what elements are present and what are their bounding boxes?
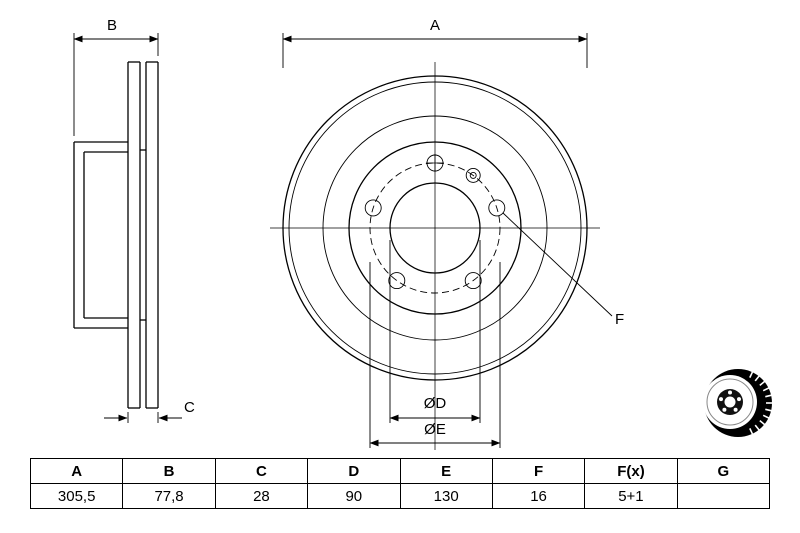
front-view [270,62,600,450]
dimension-label-f: F [615,311,624,328]
dimension-b [73,33,159,136]
bolt-circle [369,162,501,294]
table-header-e: E [399,458,493,484]
dimension-c [104,412,182,423]
center-bore [389,182,481,274]
dimension-table: A B C D E F F(x) G 305,5 77,8 28 90 130 … [29,458,771,509]
dimension-label-e: ØE [424,421,446,438]
table-header-f: F [491,458,586,484]
table-value-c: 28 [214,483,309,509]
table-header-fx: F(x) [584,458,678,484]
dimension-f [502,212,613,317]
table-header-d: D [307,458,401,484]
dimension-d [389,240,481,423]
table-value-a: 305,5 [29,483,124,509]
table-value-fx: 5+1 [584,483,678,509]
table-header-g: G [676,458,771,484]
locating-hole [465,167,481,183]
table-header-b: B [122,458,216,484]
hole-center-mark [426,154,444,172]
dimension-e [369,262,501,448]
brake-disc-3d-icon [703,369,773,437]
table-value-f: 16 [491,483,586,509]
table-value-d: 90 [307,483,401,509]
table-value-g [676,483,771,509]
dimension-label-d: ØD [424,395,447,412]
dimension-a [282,33,588,68]
dimension-label-a: A [430,17,440,34]
table-header-c: C [214,458,309,484]
dimension-label-b: B [107,17,117,34]
cross-section-view [73,61,159,409]
dimension-label-c: C [184,399,195,416]
table-value-b: 77,8 [122,483,216,509]
table-header-row: A B C D E F F(x) G [29,458,771,484]
table-value-row: 305,5 77,8 28 90 130 16 5+1 [29,483,771,509]
table-value-e: 130 [399,483,493,509]
table-header-a: A [29,458,124,484]
